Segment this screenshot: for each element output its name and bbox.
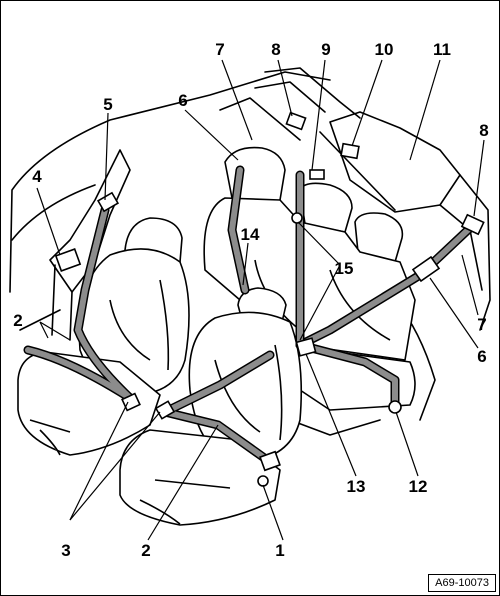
callout-4: 4 — [32, 167, 42, 186]
callout-7-left: 7 — [215, 40, 224, 59]
figure-id-label: A69-10073 — [428, 574, 496, 592]
anchor-8-left — [285, 111, 307, 131]
callout-6-right: 6 — [477, 347, 486, 366]
belt-hardware — [54, 111, 485, 487]
callout-8-right: 8 — [479, 121, 488, 140]
front-left-seat — [17, 217, 190, 456]
callout-5: 5 — [103, 95, 112, 114]
buckle-13 — [295, 337, 317, 357]
callout-labels: 1 2 2 3 4 5 6 6 7 7 8 8 9 10 11 12 13 14… — [13, 40, 488, 560]
callout-2-rear: 2 — [13, 311, 22, 330]
retractor-left — [54, 248, 82, 272]
anchor-10 — [340, 142, 360, 160]
guide-6-right — [411, 255, 441, 283]
callout-8-left: 8 — [271, 40, 280, 59]
callout-9: 9 — [321, 40, 330, 59]
anchor-1 — [257, 475, 269, 487]
callout-1: 1 — [275, 541, 284, 560]
vehicle-body-outline — [9, 67, 491, 436]
callout-2-front: 2 — [141, 541, 150, 560]
callout-7-right: 7 — [477, 315, 486, 334]
anchor-12 — [388, 400, 402, 414]
callout-15: 15 — [335, 259, 354, 278]
callout-6-left: 6 — [178, 91, 187, 110]
seat-belts-fill — [25, 167, 473, 465]
anchor-8-right — [460, 213, 485, 236]
buckle-1 — [259, 450, 281, 472]
anchor-15 — [291, 212, 303, 224]
callout-12: 12 — [409, 477, 428, 496]
callout-10: 10 — [375, 40, 394, 59]
callout-13: 13 — [347, 477, 366, 496]
guide-9 — [309, 169, 325, 180]
callout-11: 11 — [433, 40, 451, 59]
callout-14: 14 — [241, 225, 260, 244]
callout-3: 3 — [61, 541, 70, 560]
leader-lines — [36, 59, 485, 541]
